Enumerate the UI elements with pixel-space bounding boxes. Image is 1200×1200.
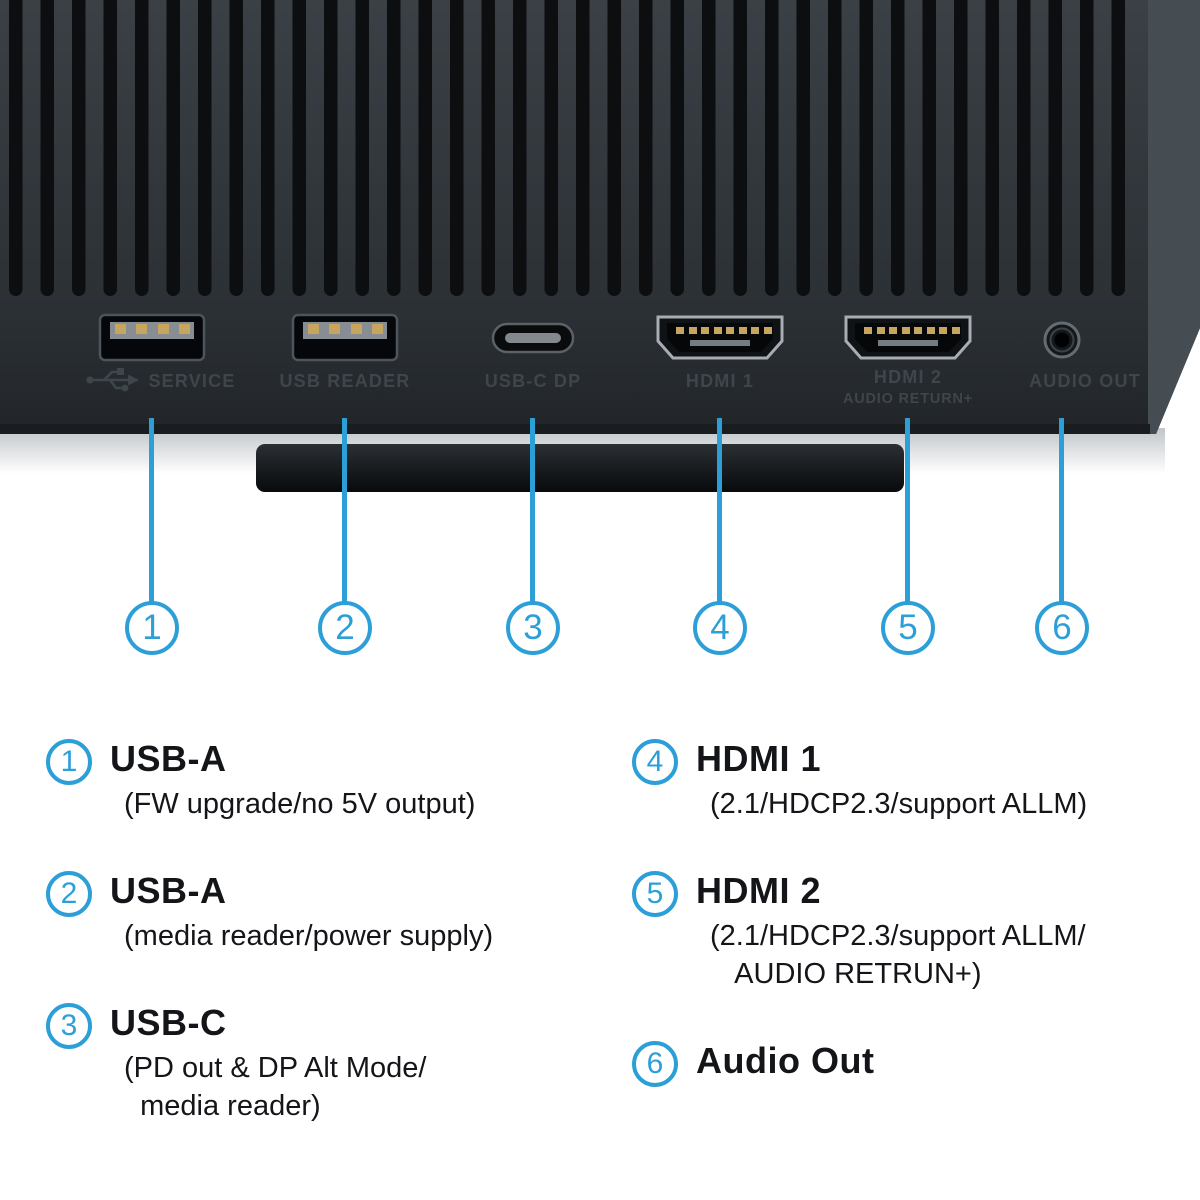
legend-title-1: USB-A <box>110 738 227 779</box>
callout-circle-3: 3 <box>506 601 560 655</box>
port-sublabel-hdmi-2: AUDIO RETURN+ <box>843 391 973 407</box>
usb-icon <box>86 368 139 392</box>
device-panel-illustration: SERVICE USB READER USB-C DP <box>0 0 1200 492</box>
legend-desc-1: (FW upgrade/no 5V output) <box>124 788 476 820</box>
port-label-hdmi-2: HDMI 2 <box>874 367 942 387</box>
hdmi-1-port <box>656 315 784 360</box>
audio-out-jack <box>1043 321 1081 359</box>
device-right-edge <box>1148 0 1200 434</box>
legend-num-6: 6 <box>632 1041 678 1087</box>
legend-item-usb-c: 3 USB-C (PD out & DP Alt Mode/ media rea… <box>46 1000 427 1126</box>
usb-a-port-reader <box>291 313 399 362</box>
callout-line-6 <box>1059 418 1064 602</box>
legend-num-4: 4 <box>632 739 678 785</box>
callout-line-3 <box>530 418 535 602</box>
legend-num-5: 5 <box>632 871 678 917</box>
callout-line-4 <box>717 418 722 602</box>
legend-title-3: USB-C <box>110 1002 227 1043</box>
usb-c-port <box>491 322 575 354</box>
panel-bottom-edge <box>0 424 1150 434</box>
port-label-usb-c-dp: USB-C DP <box>485 371 582 391</box>
port-label-service: SERVICE <box>148 371 235 391</box>
callout-circle-4: 4 <box>693 601 747 655</box>
callout-circle-1: 1 <box>125 601 179 655</box>
port-label-hdmi-1: HDMI 1 <box>686 371 754 391</box>
vent-grille <box>0 0 1136 300</box>
legend-num-3: 3 <box>46 1003 92 1049</box>
device-stand <box>256 444 904 492</box>
legend-item-usb-a-service: 1 USB-A (FW upgrade/no 5V output) <box>46 736 475 823</box>
legend-title-5: HDMI 2 <box>696 870 822 911</box>
usb-a-port-service <box>98 313 206 362</box>
callout-circle-2: 2 <box>318 601 372 655</box>
legend-title-2: USB-A <box>110 870 227 911</box>
legend-title-6: Audio Out <box>696 1040 875 1081</box>
legend-item-hdmi-1: 4 HDMI 1 (2.1/HDCP2.3/support ALLM) <box>632 736 1087 823</box>
legend-title-4: HDMI 1 <box>696 738 822 779</box>
callout-circle-5: 5 <box>881 601 935 655</box>
legend-num-2: 2 <box>46 871 92 917</box>
callout-line-5 <box>905 418 910 602</box>
legend-desc-3: (PD out & DP Alt Mode/ media reader) <box>124 1052 427 1123</box>
legend-desc-5: (2.1/HDCP2.3/support ALLM/ AUDIO RETRUN+… <box>710 920 1086 991</box>
legend-desc-4: (2.1/HDCP2.3/support ALLM) <box>710 788 1088 820</box>
legend-item-usb-a-reader: 2 USB-A (media reader/power supply) <box>46 868 493 955</box>
port-label-usb-reader: USB READER <box>279 371 410 391</box>
port-label-audio-out: AUDIO OUT <box>1029 371 1141 391</box>
callout-line-1 <box>149 418 154 602</box>
callout-circle-6: 6 <box>1035 601 1089 655</box>
callout-line-2 <box>342 418 347 602</box>
legend-item-hdmi-2: 5 HDMI 2 (2.1/HDCP2.3/support ALLM/ AUDI… <box>632 868 1086 994</box>
hdmi-2-port <box>844 315 972 360</box>
legend-desc-2: (media reader/power supply) <box>124 920 494 952</box>
legend-item-audio-out: 6 Audio Out <box>632 1038 874 1087</box>
legend-num-1: 1 <box>46 739 92 785</box>
